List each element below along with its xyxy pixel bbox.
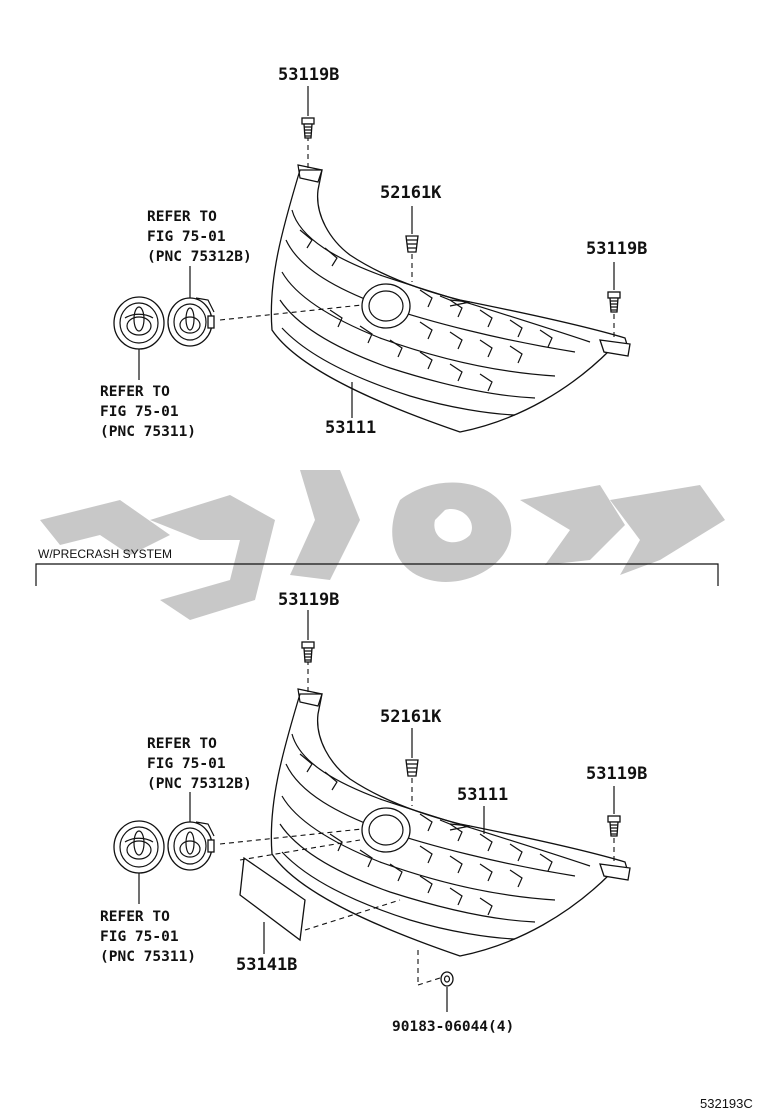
ref-75311-line3-bottom: (PNC 75311) [100,949,196,965]
clip-bottom [405,759,419,777]
emblem-back-top [167,297,215,347]
ref-75312b-line1-bottom: REFER TO [147,736,217,752]
bolt-top-right [607,291,621,313]
label-90183-06044: 90183-06044(4) [392,1019,514,1035]
ref-75311-line2-bottom: FIG 75-01 [100,929,179,945]
section-label: W/PRECRASH SYSTEM [38,547,172,561]
ref-75311-line1-top: REFER TO [100,384,170,400]
label-53119b-top: 53119B [278,65,339,85]
top-assembly: 53119B 52161K 53119B 53111 REFER TO FIG … [100,65,647,440]
bolt-top-left [301,117,315,139]
bottom-assembly: 53119B 52161K 53111 53119B 53141B 90183-… [100,590,647,1035]
emblem-front-top [113,296,165,350]
label-52161k-top: 52161K [380,183,442,203]
label-53141b: 53141B [236,955,297,975]
ref-75312b-line3-top: (PNC 75312B) [147,249,252,265]
emblem-front-bottom [113,820,165,874]
ref-75312b-line1-top: REFER TO [147,209,217,225]
ref-75311-line2-top: FIG 75-01 [100,404,179,420]
bolt-bottom-right [607,815,621,837]
bolt-bottom-left [301,641,315,663]
clip-top [405,235,419,253]
label-53111-bottom: 53111 [457,785,508,805]
section-divider: W/PRECRASH SYSTEM [35,547,719,586]
label-53111-top: 53111 [325,418,376,438]
label-53119b-bottom: 53119B [278,590,339,610]
grille-bottom [270,688,631,957]
ref-75311-line3-top: (PNC 75311) [100,424,196,440]
watermark-logo [40,470,725,620]
label-53119b-right-top: 53119B [586,239,647,259]
ref-75312b-line2-bottom: FIG 75-01 [147,756,226,772]
nut-icon [440,971,454,987]
ref-75312b-line2-top: FIG 75-01 [147,229,226,245]
radar-cover [239,856,306,942]
label-53119b-right-bottom: 53119B [586,764,647,784]
emblem-back-bottom [167,821,215,871]
label-52161k-bottom: 52161K [380,707,442,727]
ref-75312b-line3-bottom: (PNC 75312B) [147,776,252,792]
grille-top [270,164,631,433]
ref-75311-line1-bottom: REFER TO [100,909,170,925]
figure-code: 532193C [700,1096,753,1111]
